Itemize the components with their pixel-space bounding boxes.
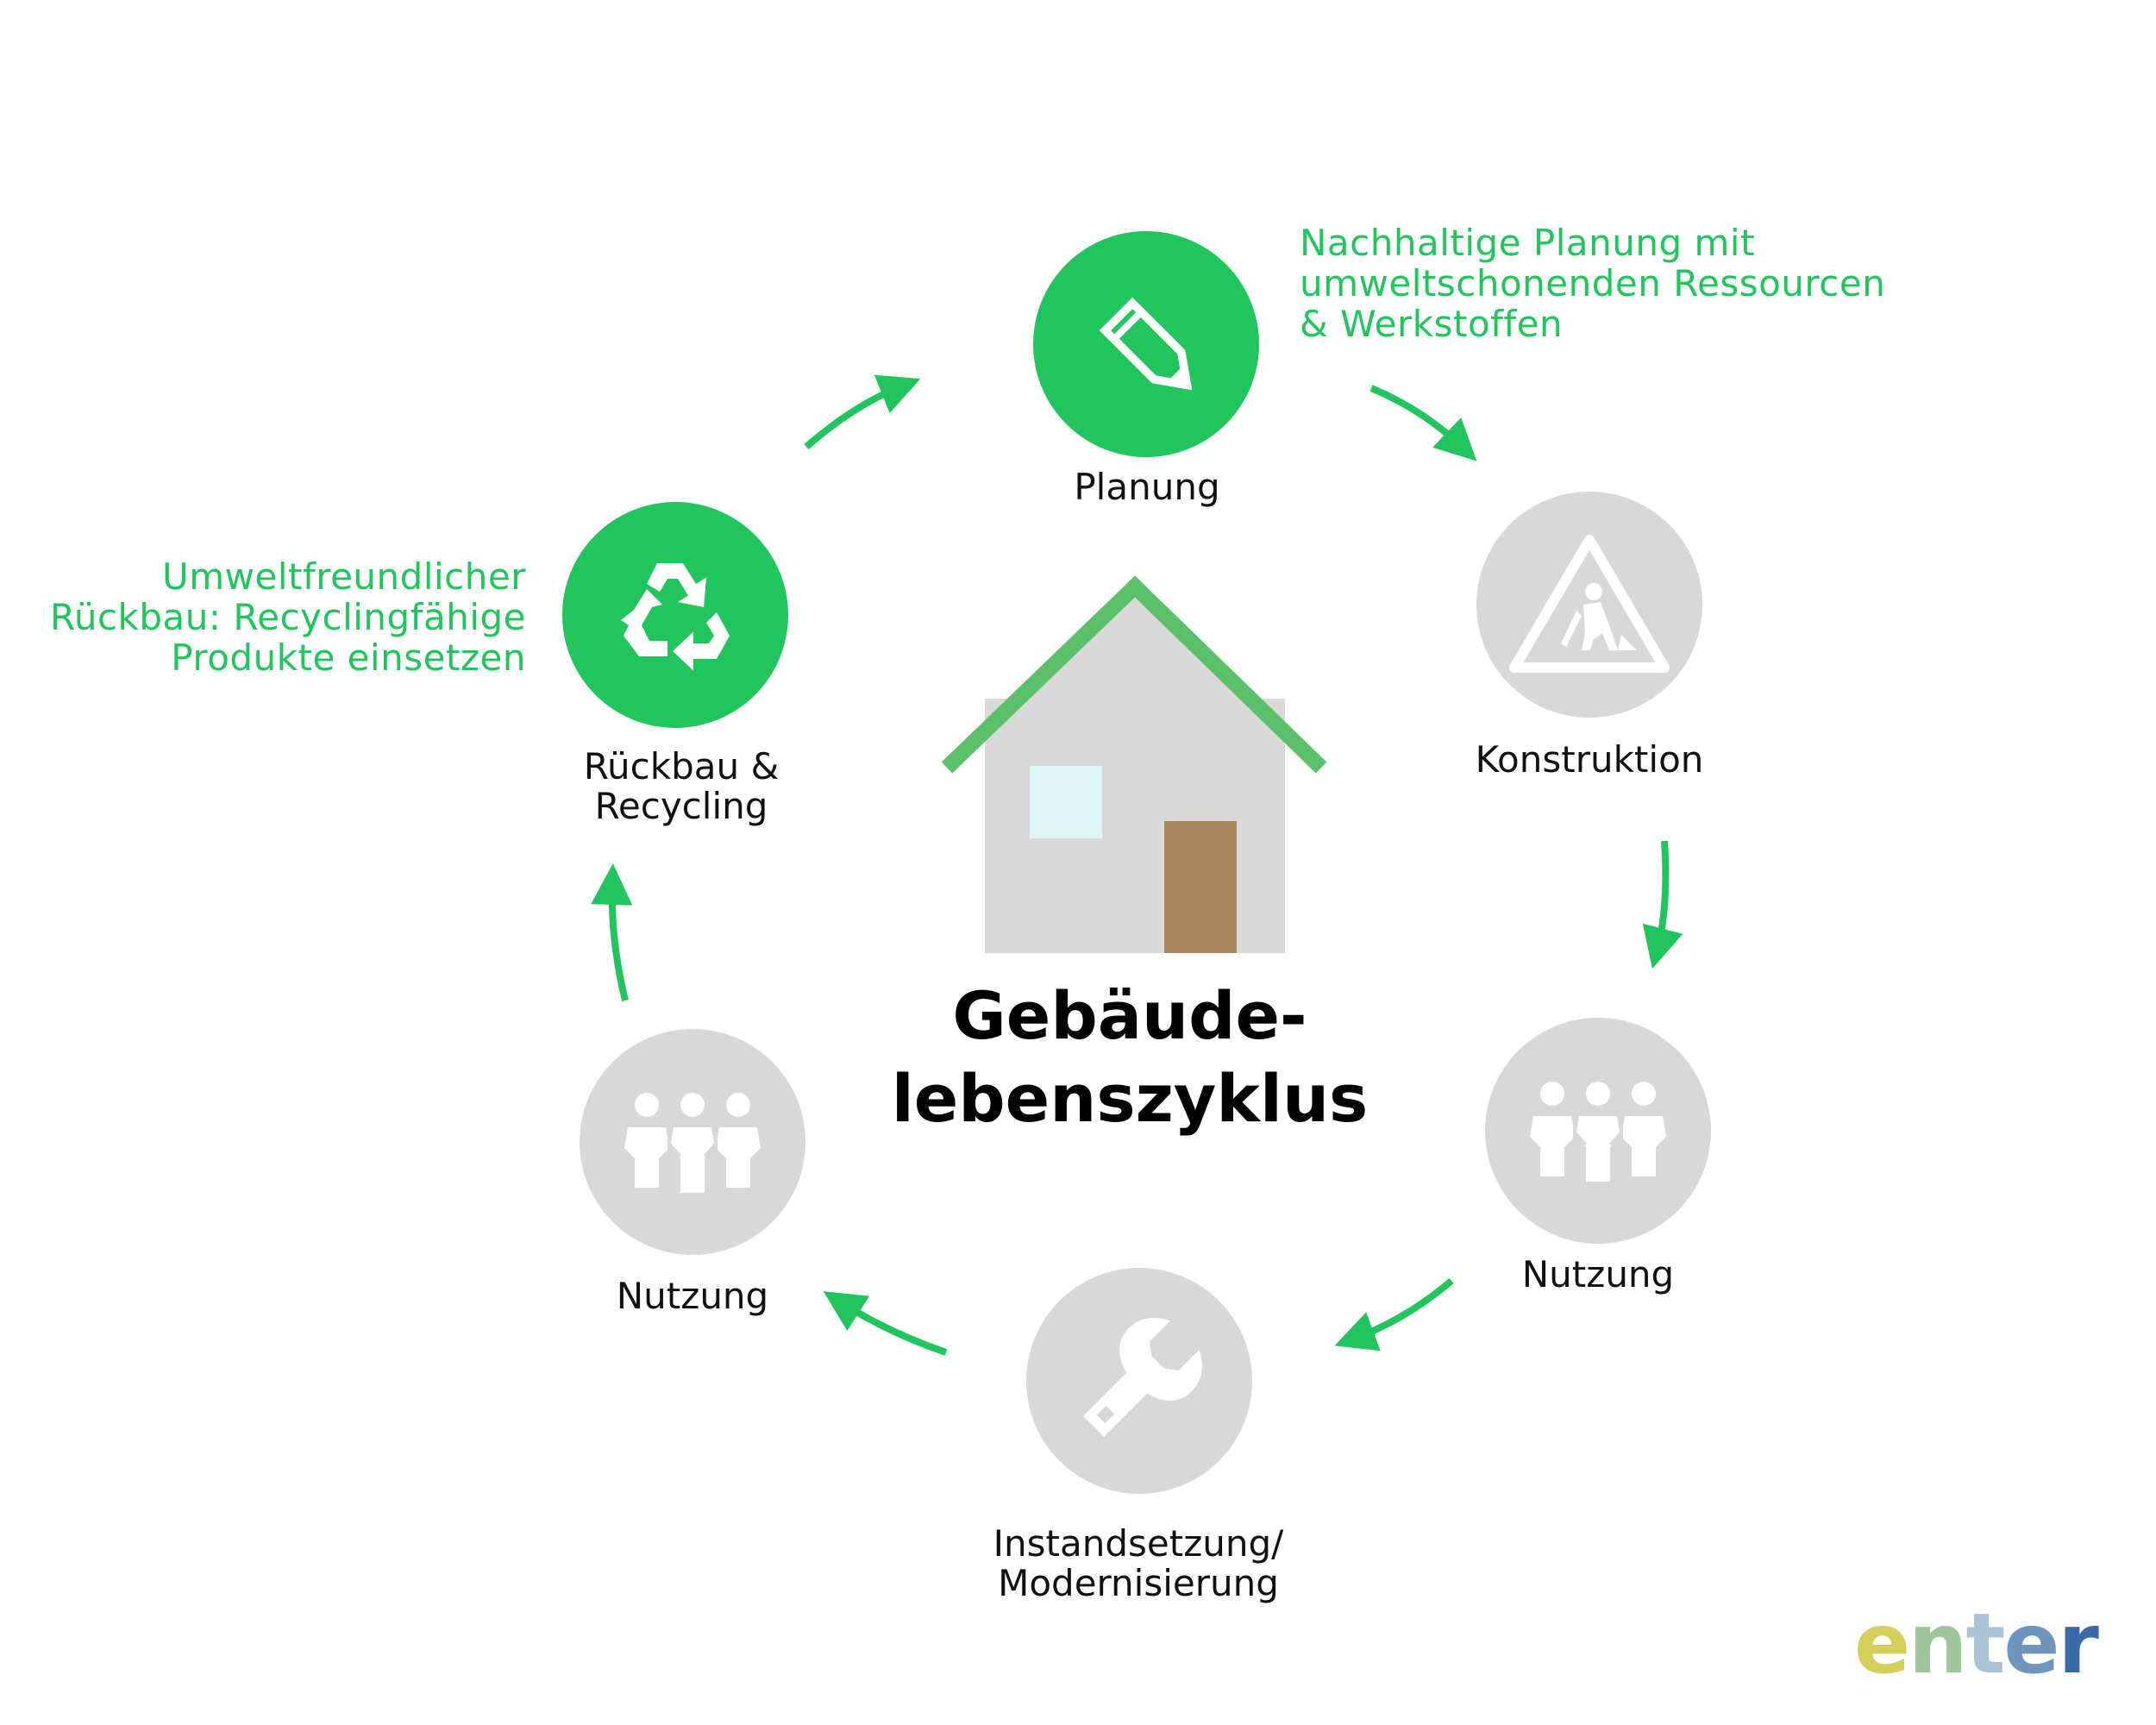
- rueckbau-note-line: Rückbau: Recyclingfähige: [50, 596, 526, 638]
- center-title-line: lebenszyklus: [891, 1060, 1369, 1137]
- planung-note-line: umweltschonenden Ressourcen: [1300, 262, 1886, 304]
- pencil-icon: [1099, 297, 1193, 391]
- rueckbau-label: Rückbau & Recycling: [552, 747, 811, 826]
- rueckbau-circle: [562, 502, 788, 728]
- center-title-line: Gebäude-: [952, 977, 1307, 1054]
- people-icon: [624, 1093, 761, 1193]
- enter-logo: enter: [1854, 1596, 2099, 1692]
- planung-note: Nachhaltige Planung mit umweltschonenden…: [1300, 223, 1885, 344]
- nutzung-right-circle: [1485, 1018, 1711, 1244]
- rueckbau-note-line: Produkte einsetzen: [171, 637, 526, 679]
- konstruktion-circle: [1476, 492, 1702, 718]
- construction-sign-icon: [1509, 535, 1670, 673]
- rueckbau-note-line: Umweltfreundlicher: [161, 555, 526, 598]
- planung-note-line: & Werkstoffen: [1300, 303, 1564, 345]
- rueckbau-label-line: Rückbau &: [583, 745, 780, 787]
- house-illustration: [941, 575, 1327, 953]
- nutzung-right-label: Nutzung: [1521, 1253, 1675, 1295]
- recycle-icon: [621, 563, 730, 671]
- house-gable: [985, 586, 1285, 729]
- nutzung-left-label: Nutzung: [616, 1275, 769, 1317]
- wrench-icon: [1083, 1318, 1202, 1437]
- instandsetzung-circle: [1026, 1268, 1252, 1494]
- house-door: [1164, 821, 1237, 953]
- house-roof: [941, 575, 1327, 774]
- logo-letter: t: [1965, 1596, 2005, 1692]
- house-window: [1030, 766, 1102, 838]
- arrow-instandsetzung-to-nutzung: [823, 1291, 948, 1356]
- nutzung-left-circle: [580, 1029, 805, 1255]
- instandsetzung-label-line: Instandsetzung/: [993, 1522, 1284, 1565]
- rueckbau-note: Umweltfreundlicher Rückbau: Recyclingfäh…: [26, 556, 526, 678]
- arrow-planung-to-konstruktion: [1369, 385, 1477, 461]
- planung-circle: [1033, 231, 1259, 457]
- rueckbau-label-line: Recycling: [594, 785, 768, 827]
- planung-label: Planung: [1074, 466, 1220, 508]
- people-icon: [1530, 1082, 1666, 1182]
- logo-letter: e: [1854, 1596, 1910, 1692]
- arrow-rueckbau-to-planung: [804, 374, 921, 450]
- planung-note-line: Nachhaltige Planung mit: [1300, 222, 1756, 264]
- logo-letter: n: [1908, 1596, 1967, 1692]
- arrow-nutzung-to-rueckbau: [591, 863, 633, 1001]
- instandsetzung-label-line: Modernisierung: [998, 1562, 1279, 1604]
- konstruktion-label: Konstruktion: [1475, 738, 1704, 781]
- logo-letter: e: [2003, 1596, 2059, 1692]
- arrow-konstruktion-to-nutzung: [1642, 840, 1683, 969]
- arrow-nutzung-to-instandsetzung: [1334, 1277, 1454, 1352]
- center-title: Gebäude- lebenszyklus: [871, 975, 1388, 1140]
- instandsetzung-label: Instandsetzung/ Modernisierung: [966, 1524, 1311, 1603]
- logo-letter: r: [2058, 1596, 2098, 1692]
